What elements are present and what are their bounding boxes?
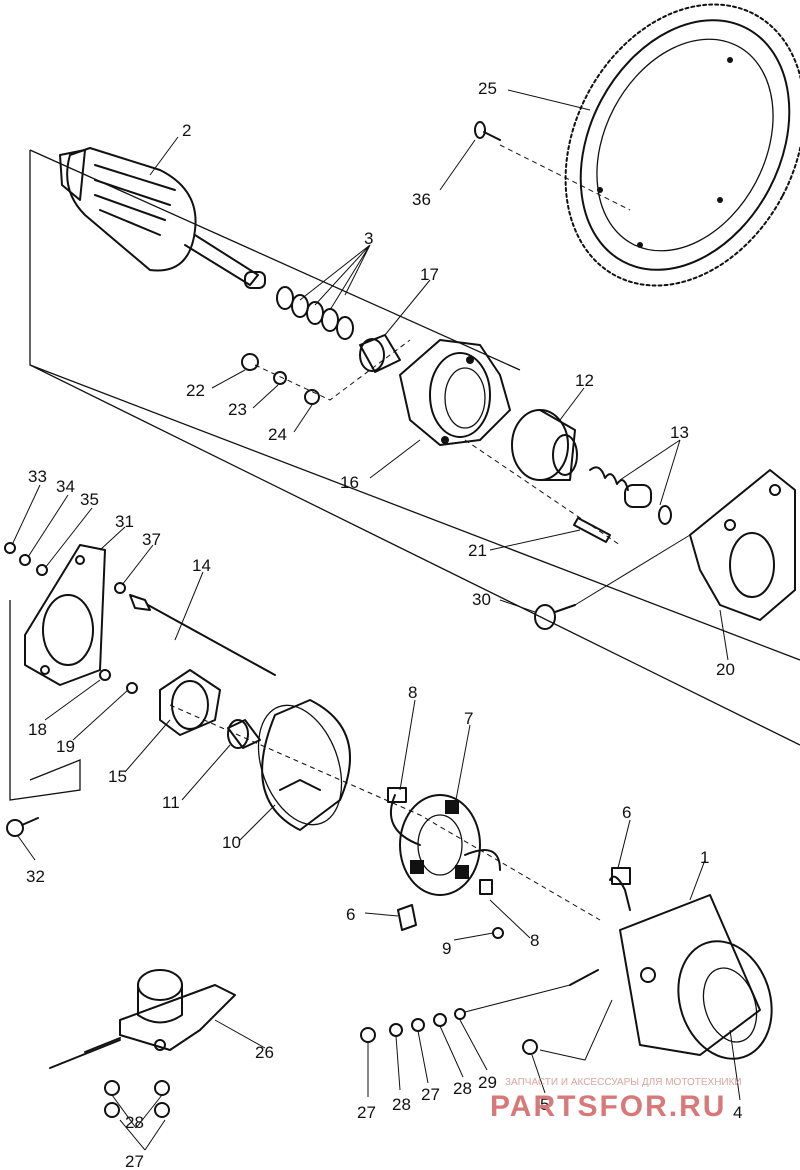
label-part-35: 35 [80,490,99,509]
through-bolt [114,582,276,676]
screw-5-axis [539,999,613,1061]
ring-gear [564,3,800,287]
label-part-13: 13 [670,423,689,442]
label-part-5: 5 [540,1095,549,1114]
label-part-20: 20 [716,660,735,679]
bolt-30-axis [574,534,691,606]
label-part-16: 16 [340,473,359,492]
label-part-36: 36 [412,190,431,209]
label-part-15: 15 [108,767,127,786]
label-part-23: 23 [228,400,247,419]
label-part-4: 4 [733,1103,742,1122]
bolt-30 [534,604,576,630]
label-part-3: 3 [364,229,373,248]
solenoid-nuts [104,1080,170,1118]
label-part-21: 21 [468,541,487,560]
starter-solenoid [49,969,236,1069]
label-part-25: 25 [478,79,497,98]
terminal-nuts [360,1008,466,1043]
part-number-labels: 2 25 36 3 17 22 23 24 16 12 13 21 30 20 … [26,79,742,1170]
bolt-36 [474,121,501,141]
label-part-9: 9 [442,939,451,958]
label-part-27a: 27 [125,1152,144,1170]
screws-18-19 [99,669,138,694]
watermark-tagline: ЗАПЧАСТИ И АКСЕССУАРЫ ДЛЯ МОТОТЕХНИКИ [505,1077,742,1088]
label-part-1: 1 [700,848,709,867]
label-part-19: 19 [56,737,75,756]
bolt-32 [6,817,39,837]
pinion-spring-set [589,466,672,525]
brush-6 [397,904,417,931]
label-part-14: 14 [192,556,211,575]
end-cover-15 [159,669,221,736]
label-part-10: 10 [222,833,241,852]
label-part-2: 2 [182,121,191,140]
label-part-8a: 8 [408,683,417,702]
label-part-11: 11 [162,793,180,812]
bushing-17 [359,334,401,373]
terminal-9 [492,927,504,939]
housing-axis [464,439,621,546]
nuts-33-35 [4,542,48,576]
label-part-26: 26 [255,1043,274,1062]
stud-21 [573,517,611,543]
washers-22-24 [241,353,320,405]
label-part-6a: 6 [622,803,631,822]
label-part-34: 34 [56,477,75,496]
terminal-axis [464,984,571,1013]
washer-axis [254,339,411,401]
label-part-28b: 28 [392,1095,411,1114]
label-part-27c: 27 [421,1085,440,1104]
label-part-7: 7 [464,709,473,728]
label-part-12: 12 [575,371,594,390]
thrust-washers [276,286,354,340]
label-part-30: 30 [472,590,491,609]
field-frame [569,867,773,1060]
bushing-11 [227,719,261,749]
label-part-31: 31 [115,512,134,531]
watermark-brand: PARTSFOR.RU [490,1090,726,1123]
label-part-24: 24 [268,425,287,444]
label-part-8b: 8 [530,931,539,950]
label-part-18: 18 [28,720,47,739]
group-outline [9,149,800,801]
label-part-6b: 6 [346,905,355,924]
label-part-32: 32 [26,867,45,886]
label-part-17: 17 [420,265,439,284]
label-part-28c: 28 [453,1079,472,1098]
label-part-27b: 27 [357,1103,376,1122]
brush-holder-assembly [387,787,501,896]
armature [59,147,266,289]
end-plate [24,544,106,686]
label-part-33: 33 [28,467,47,486]
watermark: ЗАПЧАСТИ И АКСЕССУАРЫ ДЛЯ МОТОТЕХНИКИ PA… [490,1077,742,1123]
leader-lines [11,89,741,1151]
mounting-bracket [689,469,796,621]
commutator-end-cap [257,699,351,831]
label-part-28a: 28 [125,1113,144,1132]
label-part-37: 37 [142,530,161,549]
screw-5 [522,1039,538,1055]
label-part-29: 29 [478,1073,497,1092]
ring-gear-bolt-line [499,144,631,211]
pinion-gear [511,409,578,481]
drive-housing [399,339,511,446]
label-part-22: 22 [186,381,205,400]
main-assembly-axis [169,704,601,921]
